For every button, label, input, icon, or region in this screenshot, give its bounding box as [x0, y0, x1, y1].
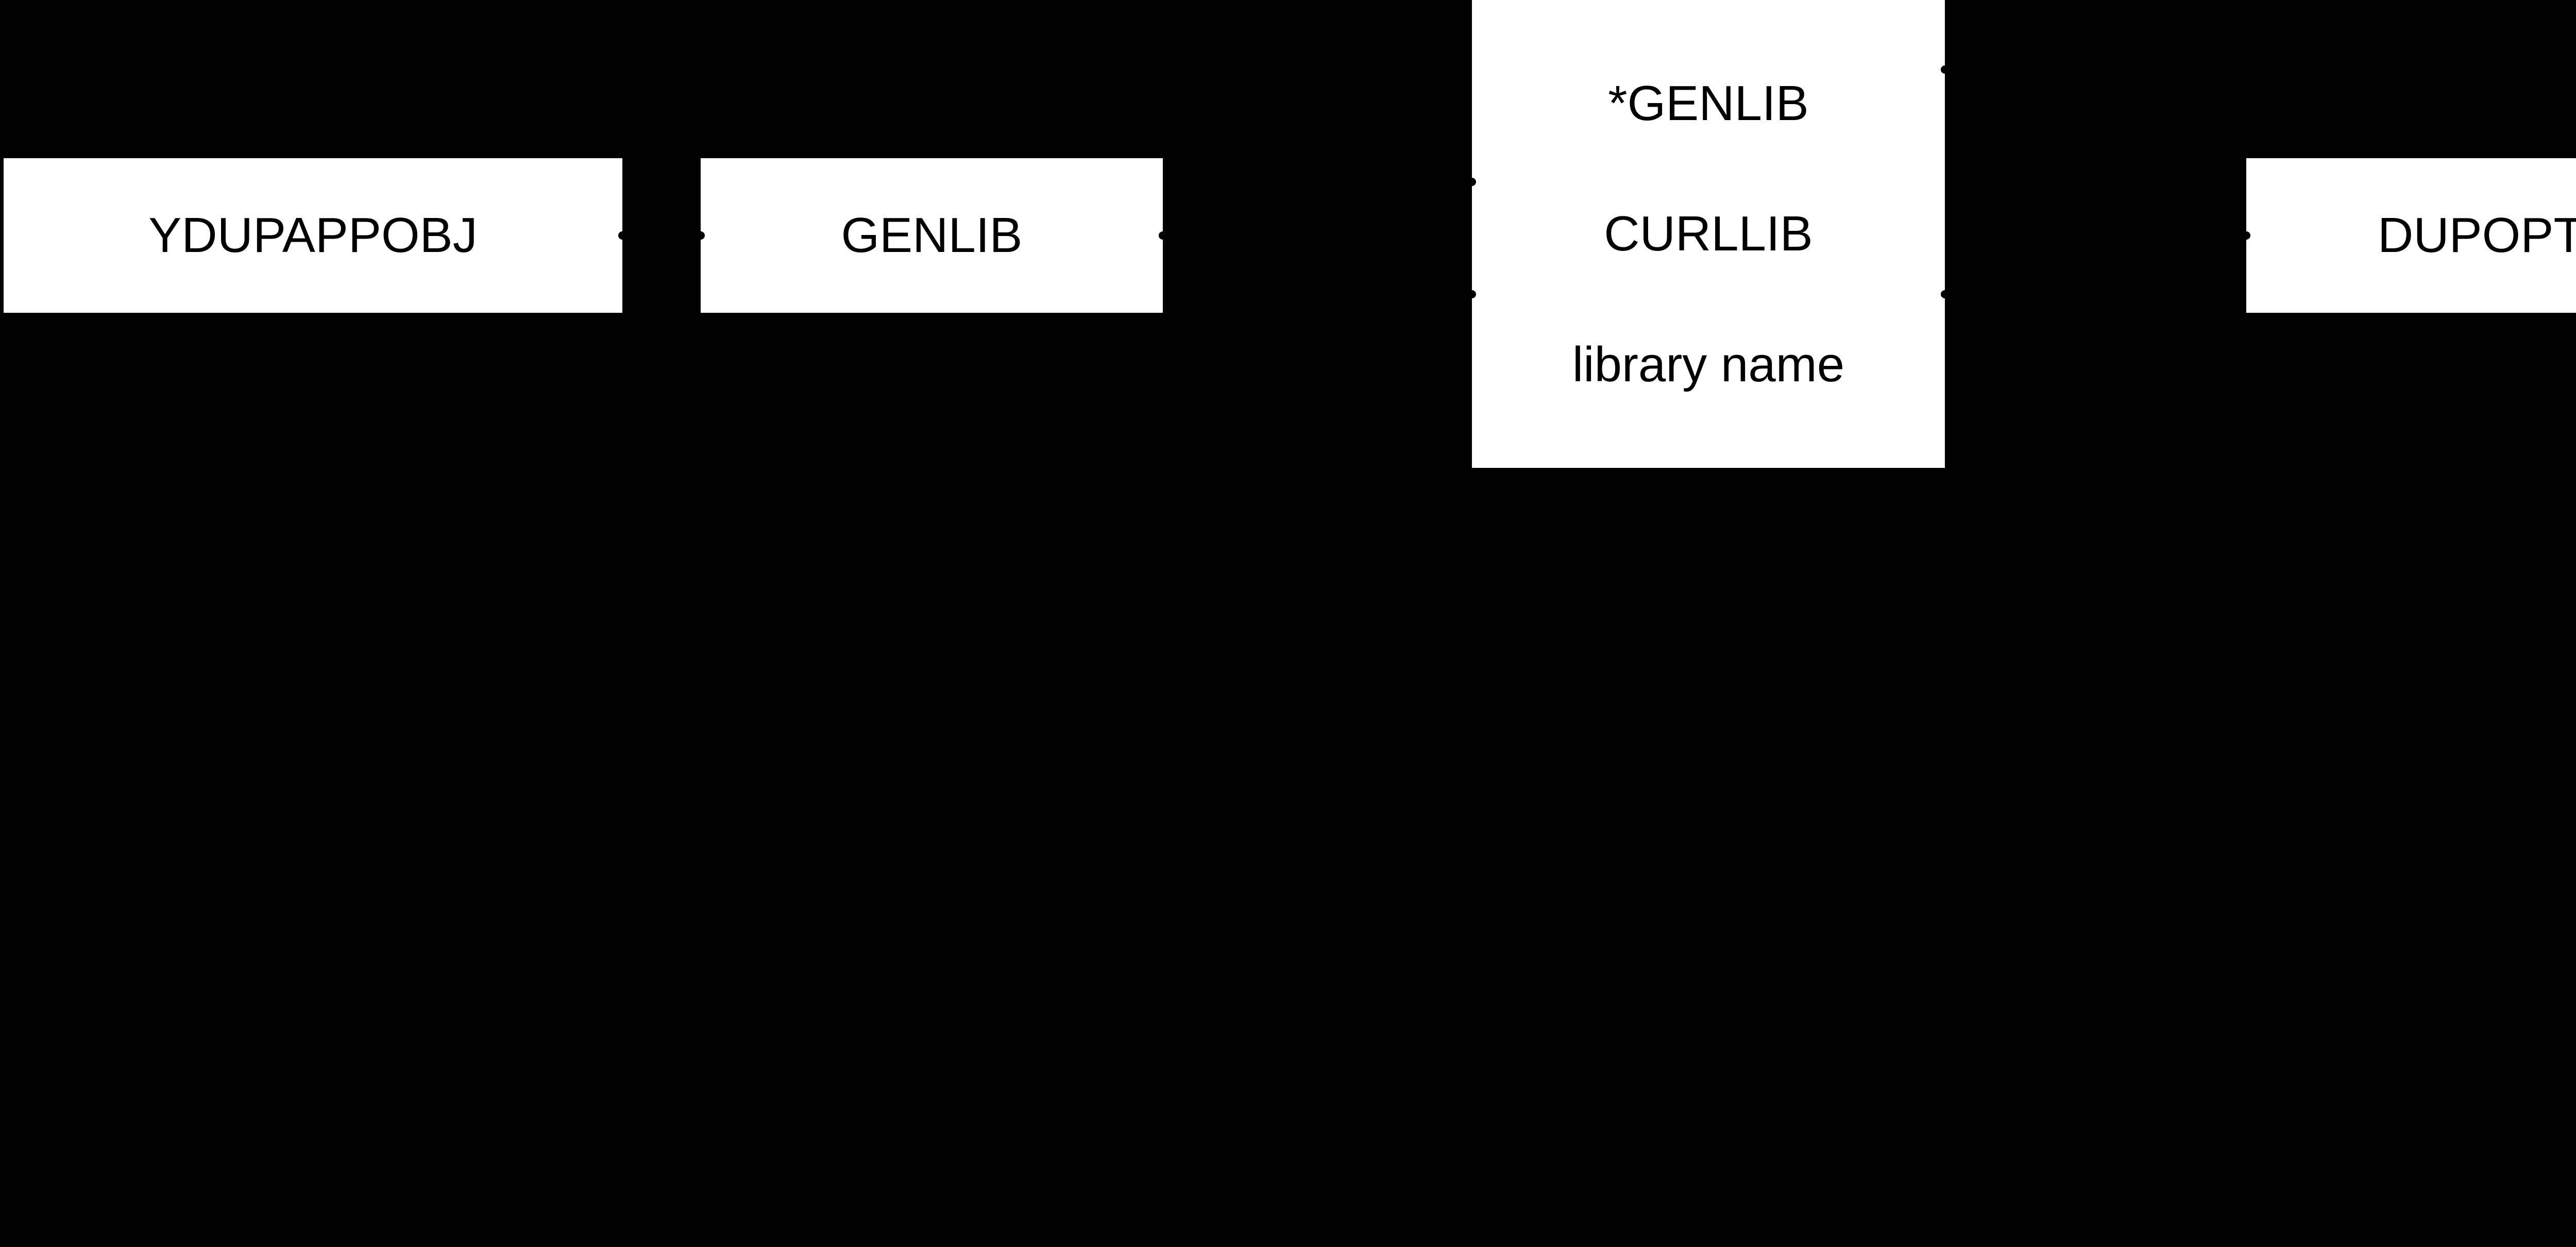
connection-anchor-icon: [1468, 178, 1476, 187]
node-label: DUPOPT: [2377, 208, 2576, 263]
command-node-ydupappobj[interactable]: YDUPAPPOBJ: [4, 158, 626, 313]
node-label: YDUPAPPOBJ: [148, 208, 478, 263]
parameter-node-genlib[interactable]: GENLIB: [697, 158, 1167, 313]
connection-anchor-icon: [1941, 290, 1949, 298]
node-label-curllib-option: CURLLIB: [1604, 206, 1813, 262]
node-label-library-name-option: library name: [1572, 336, 1845, 392]
node-label-genlib-option: *GENLIB: [1608, 75, 1809, 131]
node-label: GENLIB: [841, 208, 1023, 263]
connection-anchor-icon: [1468, 290, 1476, 298]
parameter-node-dupopt[interactable]: DUPOPT: [2242, 158, 2576, 313]
connection-anchor-icon: [1941, 65, 1949, 74]
parameter-values-node-genlib[interactable]: *GENLIB CURLLIB library name: [1468, 0, 1949, 468]
